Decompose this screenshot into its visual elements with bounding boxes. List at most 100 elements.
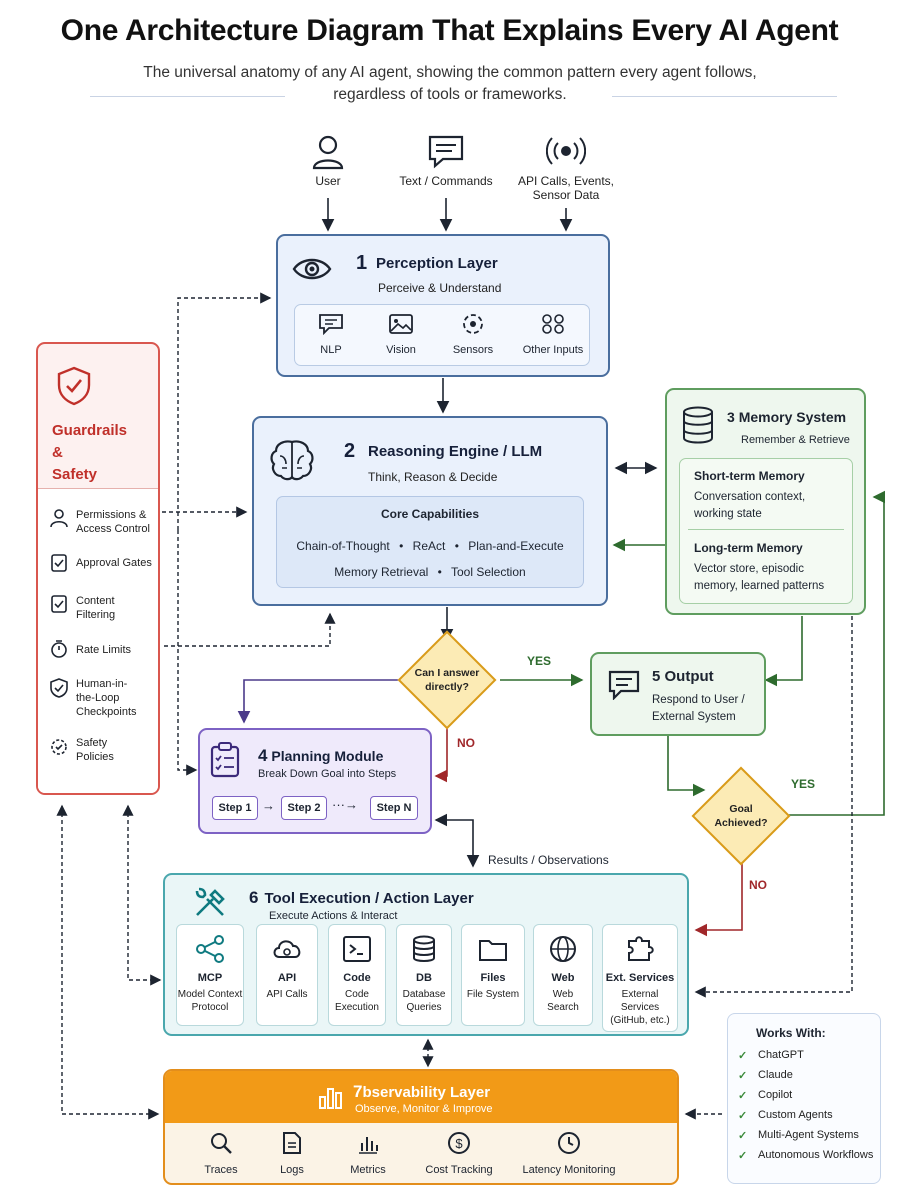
sensors-label: Sensors: [452, 344, 494, 356]
guard-permissions-1: Permissions &: [76, 509, 147, 521]
output-subtitle: Respond to User / External System: [652, 692, 745, 726]
policy-icon: [51, 739, 67, 755]
vision-label: Vision: [386, 344, 416, 356]
guard-human-2: the-Loop: [76, 692, 120, 704]
obs-traces: Traces: [195, 1131, 247, 1176]
works-item-autonomous: Autonomous Workflows: [758, 1149, 874, 1161]
cap-tool-selection: Tool Selection: [450, 565, 526, 579]
perception-subtitle: Perceive & Understand: [378, 281, 502, 295]
subtitle-line-2: regardless of tools or frameworks.: [333, 86, 567, 103]
clock-icon: [558, 1132, 580, 1154]
check-icon: ✓: [738, 1130, 748, 1142]
works-item-copilot: Copilot: [758, 1089, 793, 1101]
tool-ext-desc-3: (GitHub, etc.): [610, 1015, 670, 1026]
guard-policies-1: Safety: [76, 737, 108, 749]
share-nodes-icon: [196, 935, 224, 963]
goal-yes-arrow: [784, 490, 886, 816]
tool-files: Files File System: [461, 924, 525, 1026]
tool-web-desc-2: Search: [547, 1002, 579, 1013]
guard-permissions-2: Access Control: [76, 523, 150, 535]
decision2-no-label: NO: [749, 878, 767, 892]
memory-to-tools-arrow: [694, 616, 853, 998]
metrics-icon: [359, 1137, 378, 1154]
works-with-title: Works With:: [756, 1026, 826, 1040]
bullet: •: [454, 539, 459, 553]
decision-answer-line-2: directly?: [425, 681, 469, 693]
obs-traces-label: Traces: [204, 1164, 238, 1176]
memory-number: 3: [727, 409, 735, 425]
observability-layer: 7bservability Layer Observe, Monitor & I…: [163, 1069, 679, 1185]
short-term-line-1: Conversation context,: [694, 491, 806, 503]
broadcast-icon: [546, 137, 586, 165]
guard-permissions: Permissions & Access Control: [76, 508, 150, 536]
decision2-yes-label: YES: [791, 777, 816, 791]
goal-no-arrow: [694, 858, 743, 937]
user-label: User: [315, 174, 341, 188]
memory-types-panel: Short-term Memory Conversation context, …: [679, 458, 853, 604]
core-capabilities-title: Core Capabilities: [380, 507, 480, 521]
filter-check-icon: [51, 595, 67, 613]
tool-web-title: Web: [551, 972, 575, 984]
guard-policies-2: Policies: [76, 751, 114, 763]
step-arrow-2: →: [345, 797, 358, 812]
step-1: Step 1: [212, 796, 258, 820]
guard-tools-arrow: [122, 804, 162, 986]
user-icon: [312, 135, 344, 170]
perception-item-nlp: NLP: [303, 313, 359, 356]
cap-react: ReAct: [412, 539, 446, 553]
reasoning-number: 2: [344, 440, 356, 462]
short-term-desc: Conversation context, working state: [694, 489, 805, 523]
output-header: 5 Output: [652, 668, 714, 685]
cloud-gear-icon: [273, 940, 301, 958]
perception-item-other: Other Inputs: [519, 313, 587, 356]
perception-item-vision: Vision: [373, 313, 429, 356]
folder-icon: [479, 940, 507, 961]
core-capabilities-panel: Core Capabilities Chain-of-Thought • ReA…: [276, 496, 584, 588]
decision-goal-line-1: Goal: [729, 803, 753, 815]
tool-ext-title: Ext. Services: [605, 972, 675, 984]
checklist-icon: [210, 742, 240, 778]
tool-web-desc-1: Web: [552, 989, 574, 1000]
memory-system: 3 Memory System Remember & Retrieve Shor…: [665, 388, 866, 615]
sensor-icon: [463, 314, 483, 334]
tool-db-desc-1: Database: [402, 989, 446, 1000]
guard-approval-gates: Approval Gates: [76, 557, 152, 569]
output-to-goal-arrow: [667, 736, 706, 797]
tool-mcp-title: MCP: [197, 972, 223, 984]
bullet: •: [437, 565, 442, 579]
puzzle-icon: [628, 936, 654, 961]
output-sub-1: Respond to User /: [652, 694, 745, 706]
decision-answer-line-1: Can I answer: [414, 667, 480, 679]
decision1-no-label: NO: [457, 736, 475, 750]
obs-latency: Latency Monitoring: [513, 1131, 625, 1176]
guardrails-title: Guardrails & Safety: [52, 420, 127, 486]
perception-inputs-panel: NLP Vision Sensors Other Inputs: [294, 304, 590, 366]
results-observations-label: Results / Observations: [488, 853, 609, 867]
tool-db-desc-2: Queries: [406, 1002, 442, 1013]
guardrails-title-2: &: [52, 444, 63, 461]
tool-api-title: API: [277, 972, 297, 984]
nlp-label: NLP: [320, 344, 342, 356]
tool-code-title: Code: [343, 972, 371, 984]
obs-cost-label: Cost Tracking: [425, 1164, 493, 1176]
tool-api: API API Calls: [256, 924, 318, 1026]
guardrails-title-3: Safety: [52, 466, 98, 483]
observability-subtitle: Observe, Monitor & Improve: [355, 1103, 493, 1115]
tool-ext-desc-2: Services: [620, 1002, 660, 1013]
works-item-custom-agents: Custom Agents: [758, 1109, 833, 1121]
grid-icon: [542, 314, 564, 334]
perception-number: 1: [356, 252, 368, 274]
observability-header-band: [165, 1071, 677, 1123]
short-term-line-2: working state: [694, 508, 762, 520]
obs-metrics-label: Metrics: [350, 1164, 386, 1176]
api-label-1: API Calls, Events,: [517, 174, 615, 188]
input-text: Text / Commands: [388, 134, 504, 188]
check-icon: ✓: [738, 1150, 748, 1162]
